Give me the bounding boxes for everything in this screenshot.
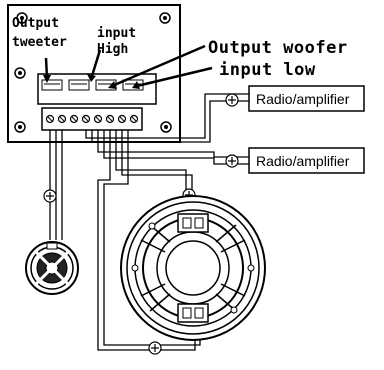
label-output-tweeter-1: Output <box>12 16 59 31</box>
radio-amplifier-label-bottom: Radio/amplifier <box>256 153 350 169</box>
crossover-unit <box>7 4 181 143</box>
terminal-screws <box>45 114 139 124</box>
arrow-output-woofer <box>111 44 206 88</box>
label-input-low: input low <box>219 60 316 80</box>
label-arrows <box>44 44 213 88</box>
label-output-woofer: Output woofer <box>208 38 348 58</box>
woofer-speaker-icon <box>120 195 266 341</box>
arrow-input-low <box>136 66 213 88</box>
screw-icon <box>14 121 26 133</box>
plus-icon <box>43 189 57 203</box>
plus-icon <box>225 154 239 168</box>
arrow-input-high <box>90 49 102 77</box>
radio-amplifier-box-top: Radio/amplifier <box>248 85 365 112</box>
screw-icon <box>14 67 26 79</box>
plus-icon <box>225 93 239 107</box>
arrow-tweeter <box>44 57 49 79</box>
label-input-high-1: input <box>97 26 136 41</box>
plus-icon <box>148 341 162 355</box>
screw-icon <box>160 121 172 133</box>
screw-icon <box>16 12 28 24</box>
label-output-tweeter-2: tweeter <box>12 35 67 50</box>
tweeter-speaker-icon <box>25 241 79 295</box>
radio-amplifier-box-bottom: Radio/amplifier <box>248 147 365 174</box>
radio-amplifier-label-top: Radio/amplifier <box>256 91 350 107</box>
label-input-high-2: High <box>97 42 128 57</box>
screw-icon <box>159 12 171 24</box>
